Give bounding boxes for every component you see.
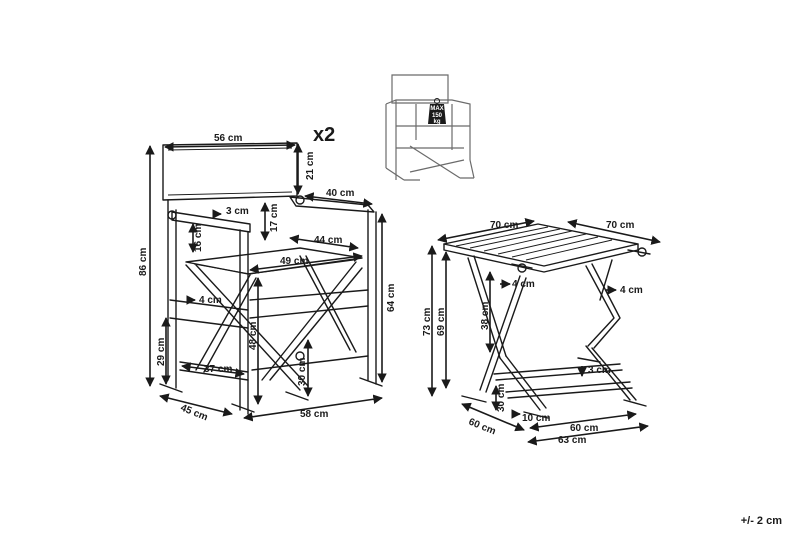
table-total-height: 73 cm <box>422 308 433 336</box>
chair-ground-clearance: 30 cm <box>297 358 308 386</box>
chair-arm-length: 40 cm <box>326 188 354 199</box>
table-lower-leg: 30 cm <box>496 384 507 412</box>
chair-seat-height: 48 cm <box>248 322 259 350</box>
chair-armrest-height: 16 cm <box>193 224 204 252</box>
max-load-line2: 150 <box>432 113 443 119</box>
table-inner-height: 69 cm <box>436 308 447 336</box>
chair-drawing <box>159 142 383 415</box>
max-load-line3: kg <box>433 119 440 125</box>
thumbnail-chair: MAX 150 kg <box>385 74 475 181</box>
chair-seat-width: 49 cm <box>280 256 308 267</box>
table-upper-leg: 38 cm <box>480 302 491 330</box>
chair-arm-gap: 3 cm <box>226 206 249 217</box>
chair-lower-height: 29 cm <box>156 338 167 366</box>
table-drawing <box>443 223 651 419</box>
table-bottom-gap: 10 cm <box>522 413 550 424</box>
chair-back-seat-gap: 17 cm <box>269 204 280 232</box>
table-dimensions <box>427 217 661 446</box>
table-labels: 70 cm 70 cm 4 cm 4 cm 73 cm 69 cm 38 cm … <box>422 220 643 446</box>
multiplier-label: x2 <box>313 124 335 146</box>
table-side-depth: 60 cm <box>467 417 498 438</box>
max-load-tag: MAX 150 kg <box>428 98 446 125</box>
chair-base-width: 58 cm <box>300 409 328 420</box>
chair-seat-depth: 44 cm <box>314 235 342 246</box>
table-leg-bar: 4 cm <box>512 279 535 290</box>
chair-footrest: 37 cm <box>204 364 232 375</box>
tolerance-note: +/- 2 cm <box>740 515 782 527</box>
chair-total-height: 86 cm <box>138 248 149 276</box>
table-bar-gap: 3 cm <box>588 365 611 376</box>
chair-front-height: 64 cm <box>386 284 397 312</box>
chair-dimensions <box>145 140 387 422</box>
table-top-width: 70 cm <box>490 220 518 231</box>
table-leg-bar-right: 4 cm <box>620 285 643 296</box>
chair-side-depth: 45 cm <box>179 403 210 424</box>
chair-back-height: 21 cm <box>305 152 316 180</box>
table-base-depth: 63 cm <box>558 435 586 446</box>
max-load-line1: MAX <box>430 106 443 112</box>
chair-leg-bar: 4 cm <box>199 295 222 306</box>
table-top-depth: 70 cm <box>606 220 634 231</box>
table-base-width: 60 cm <box>570 423 598 434</box>
chair-labels: 56 cm 21 cm 40 cm 3 cm 17 cm 16 cm 44 cm… <box>138 133 397 423</box>
chair-back-width: 56 cm <box>214 133 242 144</box>
